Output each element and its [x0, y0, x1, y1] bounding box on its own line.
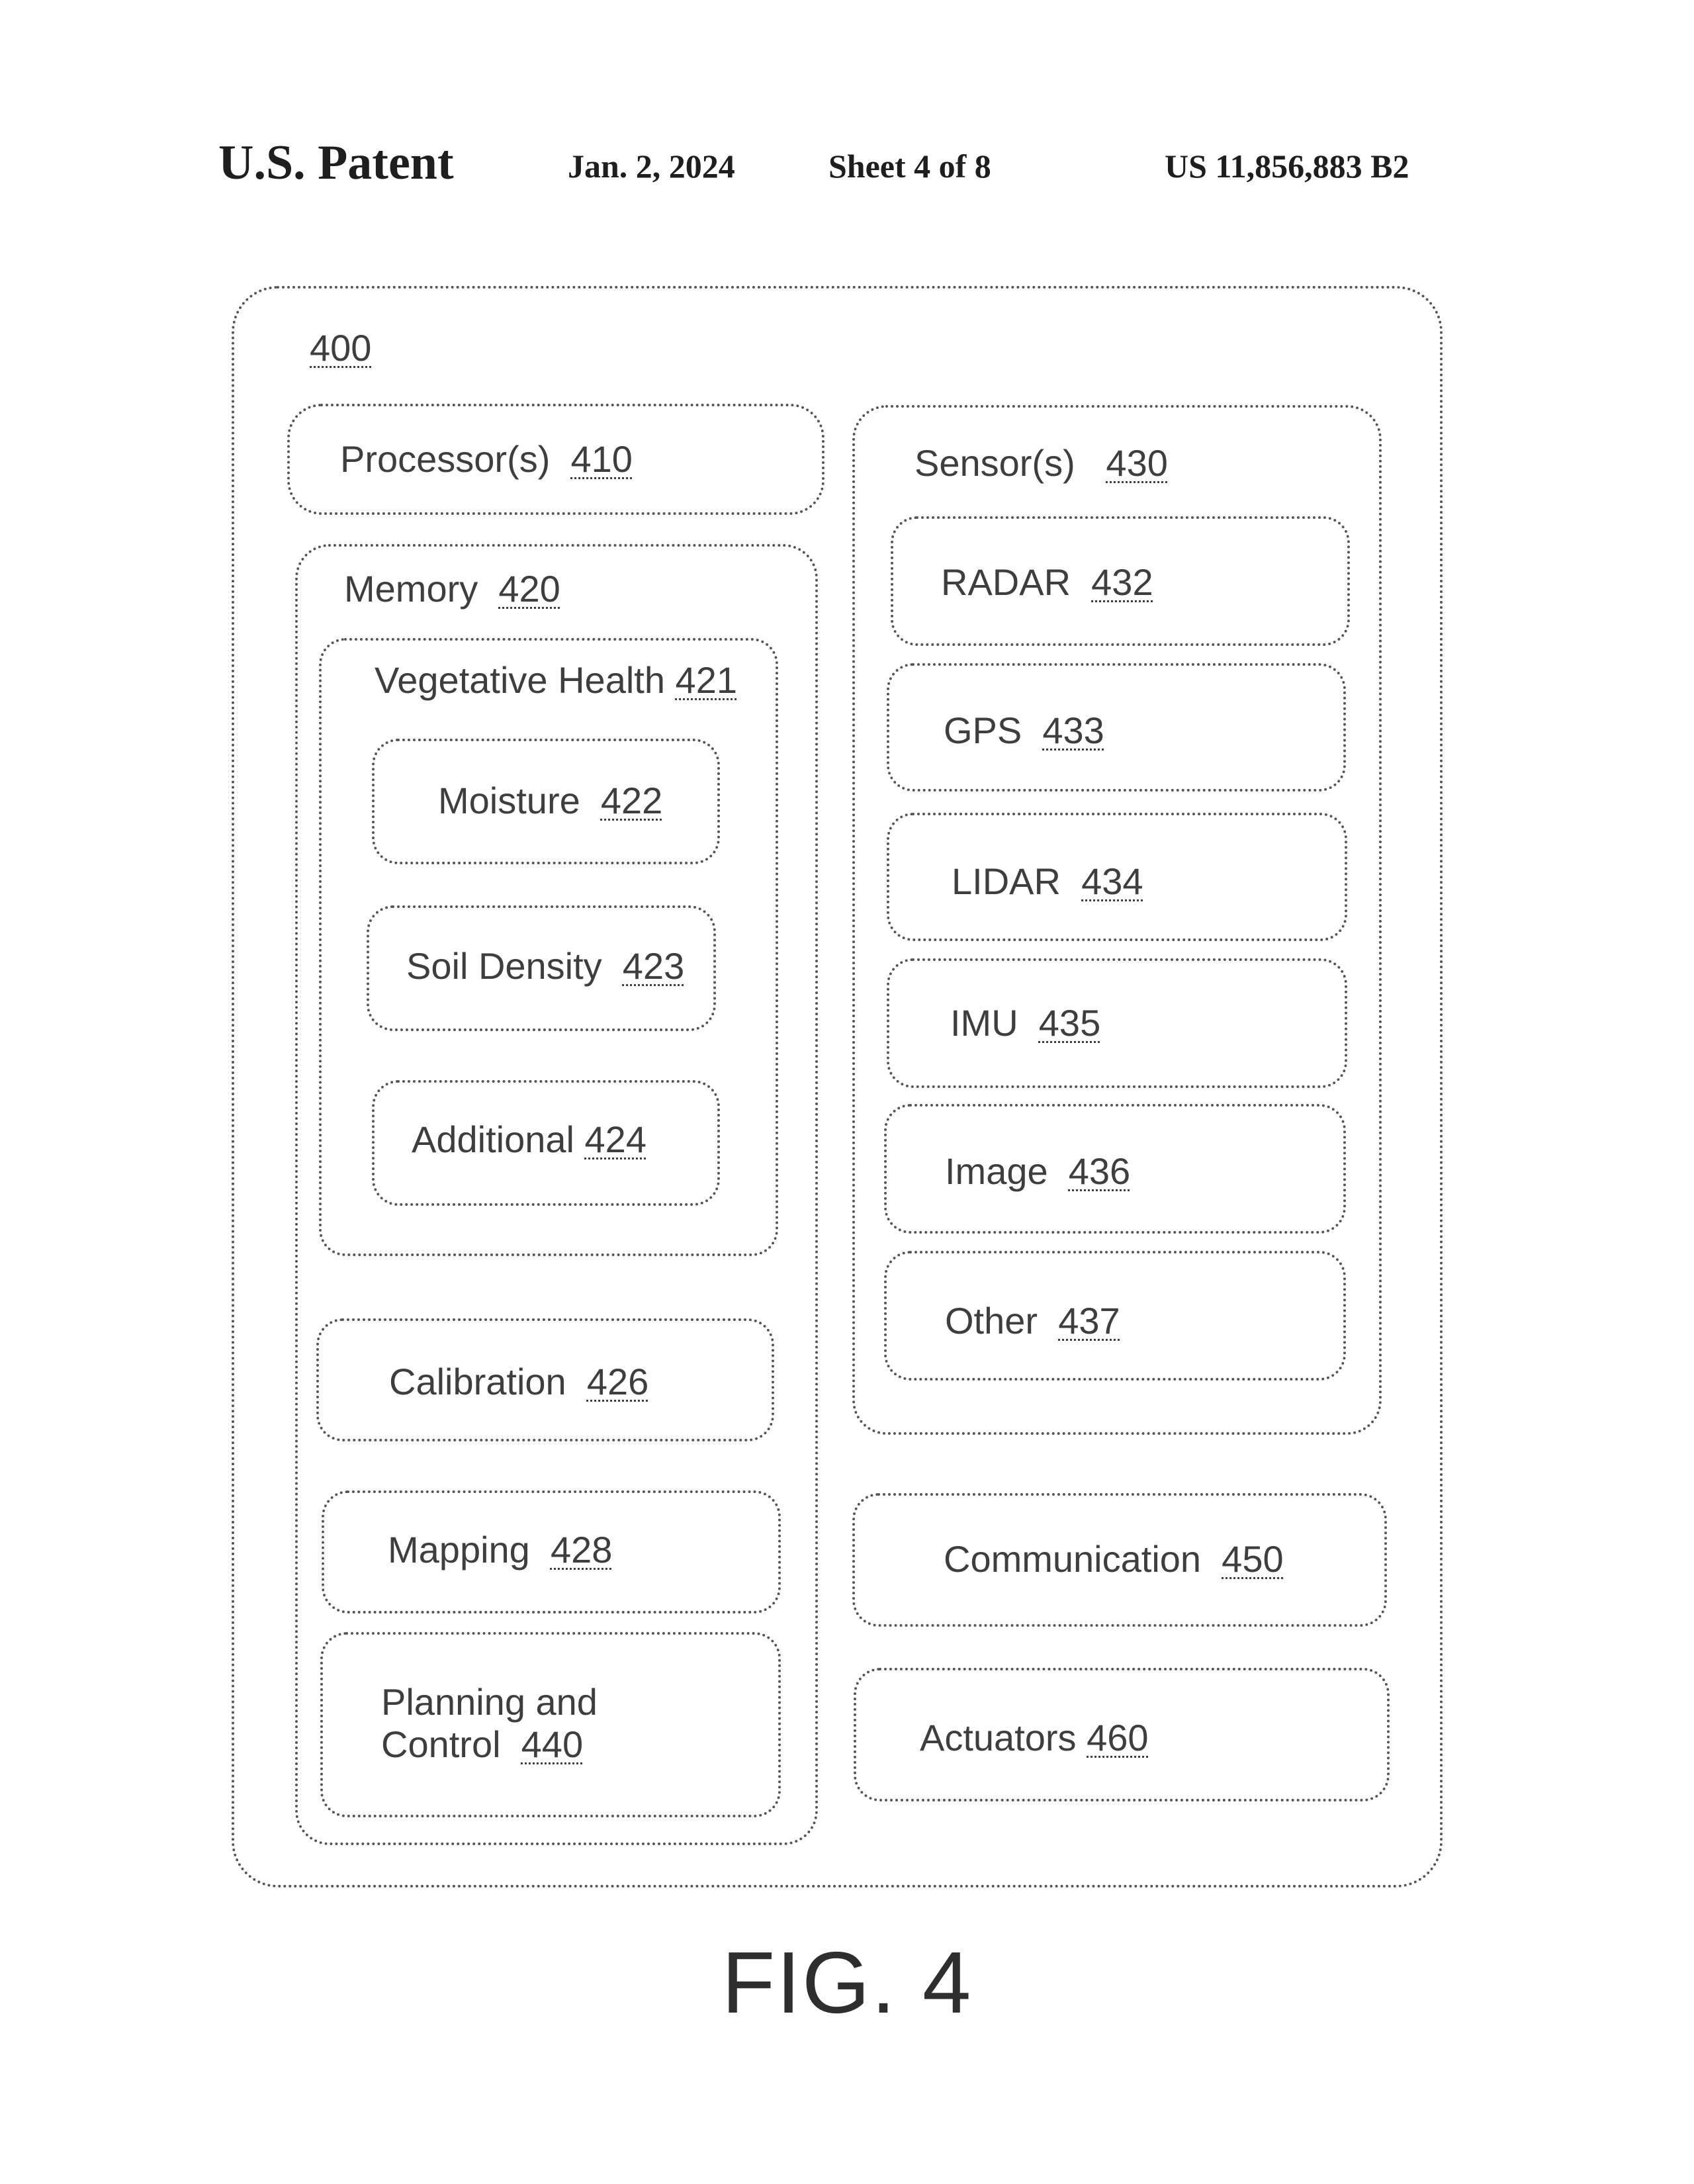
radar-box: RADAR 432 [891, 516, 1350, 646]
other-box: Other 437 [884, 1251, 1346, 1381]
system-ref: 400 [310, 327, 372, 369]
vegetative-health-box: Vegetative Health 421 [319, 638, 778, 1256]
additional-box: Additional 424 [372, 1080, 720, 1206]
soil-density-box: Soil Density 423 [367, 905, 716, 1031]
vegetative-health-label: Vegetative Health 421 [375, 659, 737, 701]
image-box: Image 436 [884, 1104, 1346, 1234]
processor-box: Processor(s) 410 [287, 404, 825, 515]
patent-number: US 11,856,883 B2 [1165, 148, 1409, 185]
processor-label: Processor(s) 410 [340, 438, 633, 480]
lidar-label: LIDAR 434 [952, 860, 1143, 902]
planning-control-box: Planning and Control 440 [320, 1632, 781, 1817]
planning-control-label: Planning and Control 440 [381, 1681, 598, 1766]
imu-box: IMU 435 [887, 958, 1347, 1088]
mapping-box: Mapping 428 [322, 1490, 781, 1614]
patent-title: U.S. Patent [218, 136, 454, 190]
communication-box: Communication 450 [852, 1493, 1387, 1627]
memory-label: Memory 420 [344, 568, 560, 610]
moisture-label: Moisture 422 [438, 780, 663, 821]
sheet-number: Sheet 4 of 8 [828, 148, 991, 185]
lidar-box: LIDAR 434 [887, 813, 1347, 941]
actuators-label: Actuators 460 [920, 1717, 1149, 1758]
sensors-box: Sensor(s) 430 [852, 405, 1382, 1435]
calibration-box: Calibration 426 [316, 1318, 774, 1441]
radar-label: RADAR 432 [941, 561, 1153, 603]
memory-box: Memory 420 [295, 544, 818, 1845]
other-label: Other 437 [945, 1300, 1120, 1342]
moisture-box: Moisture 422 [372, 739, 720, 864]
actuators-box: Actuators 460 [854, 1668, 1390, 1801]
figure-label: FIG. 4 [721, 1934, 973, 2031]
mapping-label: Mapping 428 [388, 1529, 613, 1570]
sensors-label: Sensor(s) 430 [914, 442, 1168, 484]
gps-box: GPS 433 [887, 663, 1346, 792]
image-label: Image 436 [945, 1150, 1131, 1192]
imu-label: IMU 435 [950, 1002, 1101, 1044]
communication-label: Communication 450 [944, 1538, 1284, 1580]
additional-label: Additional 424 [412, 1118, 646, 1160]
gps-label: GPS 433 [944, 709, 1104, 751]
calibration-label: Calibration 426 [389, 1361, 649, 1402]
system-box [232, 286, 1443, 1888]
patent-date: Jan. 2, 2024 [568, 148, 735, 185]
soil-density-label: Soil Density 423 [406, 945, 685, 987]
